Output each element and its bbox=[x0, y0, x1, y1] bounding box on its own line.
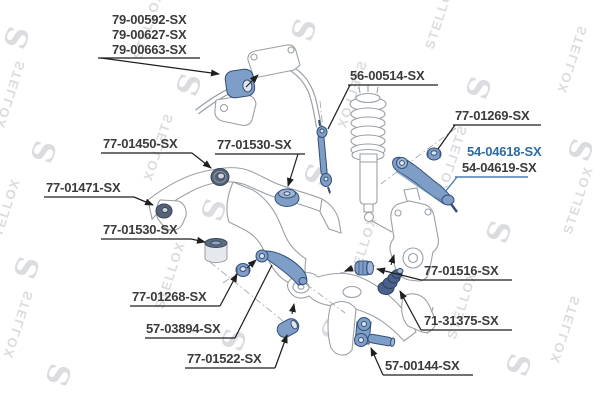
subframe-side-bushing-part[interactable] bbox=[155, 203, 173, 219]
subframe-mount-cylinder-part[interactable] bbox=[204, 238, 228, 263]
part-label-57-03894-sx[interactable]: 57-03894-SX bbox=[146, 321, 221, 336]
part-label-77-01269-sx[interactable]: 77-01269-SX bbox=[455, 108, 530, 123]
upper-control-arm-part[interactable] bbox=[392, 156, 458, 213]
toe-link-nut-part[interactable] bbox=[235, 263, 251, 277]
leader-lines bbox=[44, 57, 541, 376]
part-label-71-31375-sx[interactable]: 71-31375-SX bbox=[424, 313, 499, 328]
part-label-77-01530-sx-top[interactable]: 77-01530-SX bbox=[217, 137, 292, 152]
part-label-56-00514-sx[interactable]: 56-00514-SX bbox=[350, 68, 425, 83]
bump-boot-part[interactable] bbox=[377, 268, 404, 295]
part-label-54-04619-sx[interactable]: 54-04619-SX bbox=[462, 160, 537, 175]
toe-link-part[interactable] bbox=[255, 249, 308, 286]
part-label-77-01516-sx[interactable]: 77-01516-SX bbox=[424, 263, 499, 278]
part-label-79-00592-sx[interactable]: 79-00592-SX bbox=[112, 12, 187, 27]
highlighted-parts bbox=[155, 68, 458, 347]
subframe-rear-bushing-part[interactable] bbox=[274, 188, 300, 207]
trailing-bushing-part[interactable] bbox=[354, 260, 374, 276]
upper-arm-nut-part[interactable] bbox=[426, 147, 442, 161]
lower-arm-bushing-part[interactable] bbox=[275, 316, 301, 340]
part-label-77-01530-sx-bottom[interactable]: 77-01530-SX bbox=[103, 222, 178, 237]
part-label-79-00663-sx[interactable]: 79-00663-SX bbox=[112, 42, 187, 57]
part-label-77-01522-sx[interactable]: 77-01522-SX bbox=[187, 351, 262, 366]
part-label-77-01268-sx[interactable]: 77-01268-SX bbox=[132, 289, 207, 304]
part-label-79-00627-sx[interactable]: 79-00627-SX bbox=[112, 27, 187, 42]
leader-line-highlighted bbox=[444, 176, 528, 193]
coil-spring bbox=[350, 107, 386, 162]
part-label-77-01471-sx[interactable]: 77-01471-SX bbox=[46, 180, 121, 195]
strut-top-mount bbox=[349, 85, 387, 112]
stabilizer-bracket bbox=[214, 44, 301, 126]
part-label-77-01450-sx[interactable]: 77-01450-SX bbox=[103, 136, 178, 151]
suspension-gray-parts bbox=[147, 44, 439, 356]
stabilizer-rear-link-part[interactable] bbox=[354, 317, 396, 347]
shock-absorber bbox=[359, 153, 393, 233]
hub-bracket bbox=[327, 293, 436, 356]
subframe-front-bushing-part[interactable] bbox=[210, 168, 230, 186]
stabilizer-link-part[interactable] bbox=[316, 119, 332, 194]
part-label-54-04618-sx-highlighted[interactable]: 54-04618-SX bbox=[467, 144, 542, 159]
part-label-57-00144-sx[interactable]: 57-00144-SX bbox=[385, 358, 460, 373]
wheel-knuckle bbox=[389, 187, 439, 282]
direction-arrows bbox=[245, 74, 396, 315]
